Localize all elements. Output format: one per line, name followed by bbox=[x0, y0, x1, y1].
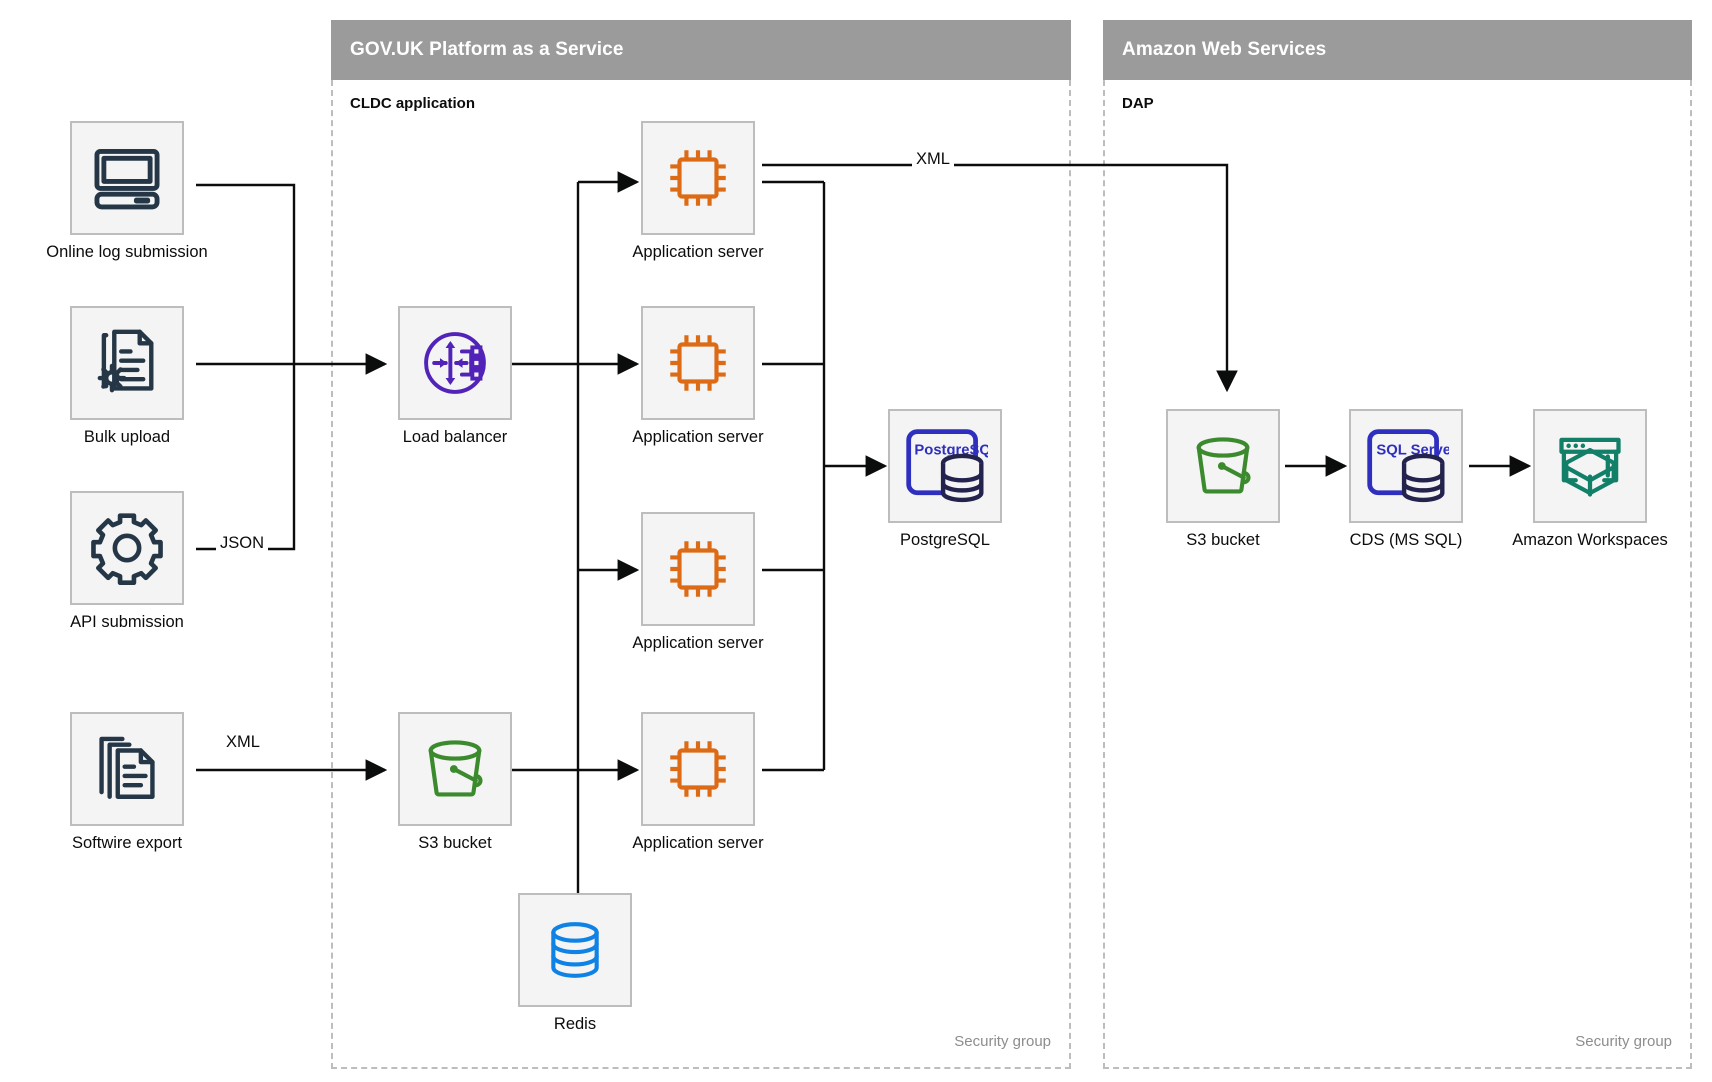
node-softwire-export[interactable]: Softwire export bbox=[70, 712, 184, 852]
node-s3-bucket-paas[interactable]: S3 bucket bbox=[398, 712, 512, 852]
node-redis-box bbox=[518, 893, 632, 1007]
node-api-submission[interactable]: API submission bbox=[70, 491, 184, 631]
security-group-label-aws: Security group bbox=[1575, 1033, 1672, 1050]
node-softwire-export-label: Softwire export bbox=[71, 834, 183, 852]
load-balancer-icon bbox=[424, 332, 486, 394]
database-icon bbox=[551, 922, 599, 978]
node-app-server-1[interactable]: Application server bbox=[632, 121, 764, 261]
node-app-server-4-box bbox=[641, 712, 755, 826]
node-s3-bucket-aws[interactable]: S3 bucket bbox=[1166, 409, 1280, 549]
node-s3-bucket-aws-label: S3 bucket bbox=[1186, 531, 1260, 549]
edge-label-xml-dap: XML bbox=[912, 150, 954, 169]
workspaces-icon bbox=[1559, 437, 1621, 497]
node-cds-ms-sql-label: CDS (MS SQL) bbox=[1349, 531, 1463, 549]
node-postgresql-box: PostgreSQL bbox=[888, 409, 1002, 523]
document-gear-icon bbox=[97, 329, 154, 393]
bucket-icon bbox=[428, 740, 483, 797]
sql-server-icon: SQL Server bbox=[1367, 429, 1449, 503]
edge-label-json: JSON bbox=[216, 534, 269, 553]
node-amazon-workspaces[interactable]: Amazon Workspaces bbox=[1512, 409, 1668, 549]
node-s3-bucket-paas-label: S3 bucket bbox=[418, 834, 492, 852]
node-amazon-workspaces-label: Amazon Workspaces bbox=[1512, 531, 1668, 549]
node-online-log-submission-label: Online log submission bbox=[46, 243, 208, 261]
gear-icon bbox=[91, 513, 163, 585]
cpu-chip-icon bbox=[670, 335, 726, 391]
group-sublabel-cldc-application: CLDC application bbox=[350, 95, 476, 112]
security-group-label-paas: Security group bbox=[954, 1033, 1051, 1050]
document-stack-icon bbox=[99, 736, 155, 799]
bucket-icon bbox=[1196, 437, 1251, 494]
node-load-balancer-box bbox=[398, 306, 512, 420]
group-box-aws bbox=[1103, 80, 1692, 1069]
node-app-server-4-label: Application server bbox=[632, 834, 764, 852]
node-app-server-1-box bbox=[641, 121, 755, 235]
group-header-paas-title: GOV.UK Platform as a Service bbox=[350, 39, 624, 60]
node-app-server-3-box bbox=[641, 512, 755, 626]
node-load-balancer[interactable]: Load balancer bbox=[398, 306, 512, 446]
node-app-server-2-label: Application server bbox=[632, 428, 764, 446]
node-load-balancer-label: Load balancer bbox=[402, 428, 508, 446]
group-box-paas bbox=[331, 80, 1071, 1069]
node-s3-bucket-paas-box bbox=[398, 712, 512, 826]
node-online-log-submission[interactable]: Online log submission bbox=[46, 121, 208, 261]
desktop-computer-icon bbox=[94, 148, 160, 210]
cpu-chip-icon bbox=[670, 541, 726, 597]
node-app-server-2-box bbox=[641, 306, 755, 420]
node-postgresql-label: PostgreSQL bbox=[900, 531, 990, 549]
node-app-server-1-label: Application server bbox=[632, 243, 764, 261]
node-app-server-2[interactable]: Application server bbox=[632, 306, 764, 446]
node-app-server-3[interactable]: Application server bbox=[632, 512, 764, 652]
node-postgresql[interactable]: PostgreSQL PostgreSQL bbox=[888, 409, 1002, 549]
node-online-log-submission-box bbox=[70, 121, 184, 235]
cpu-chip-icon bbox=[670, 150, 726, 206]
node-cds-ms-sql-box: SQL Server bbox=[1349, 409, 1463, 523]
postgresql-icon: PostgreSQL bbox=[906, 429, 988, 503]
node-bulk-upload[interactable]: Bulk upload bbox=[70, 306, 184, 446]
node-api-submission-label: API submission bbox=[70, 613, 184, 631]
node-bulk-upload-label: Bulk upload bbox=[83, 428, 171, 446]
group-sublabel-dap: DAP bbox=[1122, 95, 1154, 112]
group-header-aws: Amazon Web Services bbox=[1103, 20, 1692, 80]
node-amazon-workspaces-box bbox=[1533, 409, 1647, 523]
node-s3-bucket-aws-box bbox=[1166, 409, 1280, 523]
edge-label-xml-softwire: XML bbox=[222, 733, 264, 752]
node-app-server-4[interactable]: Application server bbox=[632, 712, 764, 852]
group-header-paas: GOV.UK Platform as a Service bbox=[331, 20, 1071, 80]
node-redis[interactable]: Redis bbox=[518, 893, 632, 1033]
cpu-chip-icon bbox=[670, 741, 726, 797]
node-app-server-3-label: Application server bbox=[632, 634, 764, 652]
node-cds-ms-sql[interactable]: SQL Server CDS (MS SQL) bbox=[1349, 409, 1463, 549]
group-header-aws-title: Amazon Web Services bbox=[1122, 39, 1327, 60]
node-bulk-upload-box bbox=[70, 306, 184, 420]
node-redis-label: Redis bbox=[553, 1015, 597, 1033]
node-api-submission-box bbox=[70, 491, 184, 605]
node-softwire-export-box bbox=[70, 712, 184, 826]
